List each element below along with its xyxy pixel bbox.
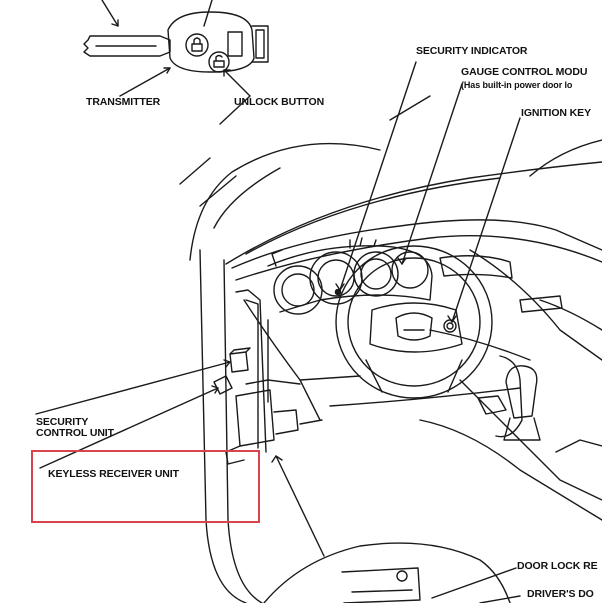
ignition-key-label: IGNITION KEY xyxy=(521,107,591,119)
drivers-door-label: DRIVER'S DO xyxy=(527,588,594,600)
ignition-key-transmitter xyxy=(83,0,269,97)
keyless-receiver-label: KEYLESS RECEIVER UNIT xyxy=(48,468,179,480)
keyless-receiver-highlight xyxy=(31,450,260,523)
dashboard xyxy=(231,219,602,521)
gauge-control-label-line1: GAUGE CONTROL MODU xyxy=(461,66,588,78)
instrument-cluster xyxy=(267,237,433,315)
control-units xyxy=(213,347,299,465)
security-control-label-line2: CONTROL UNIT xyxy=(36,427,114,439)
door-lock-label: DOOR LOCK RE xyxy=(517,560,598,572)
windshield xyxy=(179,95,602,265)
leader-lines xyxy=(35,61,521,603)
security-control-label-line1: SECURITY xyxy=(36,416,89,428)
door-lock-detail xyxy=(263,542,511,603)
transmitter-label: TRANSMITTER xyxy=(86,96,161,108)
door-frame xyxy=(189,142,381,603)
unlock-button-label: UNLOCK BUTTON xyxy=(234,96,325,108)
steering-wheel xyxy=(335,245,493,399)
gauge-control-label-line2: (Has built-in power door lo xyxy=(461,80,573,90)
security-indicator-label: SECURITY INDICATOR xyxy=(416,45,528,57)
